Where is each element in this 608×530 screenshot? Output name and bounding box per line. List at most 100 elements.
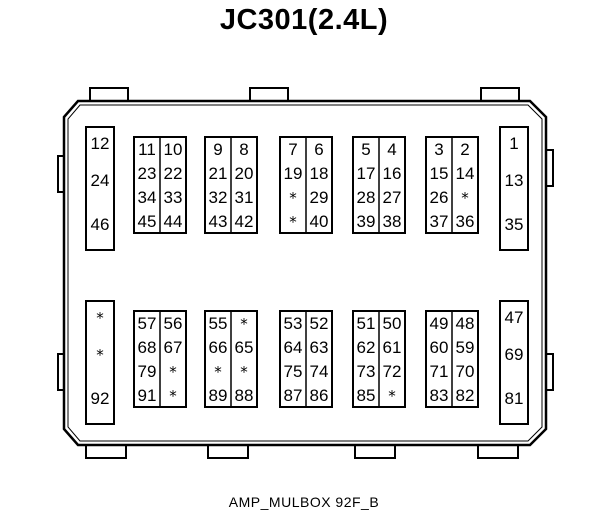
pin-number: 2	[460, 140, 469, 159]
pin-number: 70	[456, 362, 475, 381]
pin-number: 38	[383, 212, 402, 231]
part-caption: AMP_MULBOX 92F_B	[228, 494, 380, 510]
pin-number: 86	[310, 386, 329, 405]
pin-number: 45	[138, 212, 157, 231]
pin-number: 43	[209, 212, 228, 231]
pin-number: 60	[430, 338, 449, 357]
pin-number: 4	[387, 140, 396, 159]
diagram-title: JC301(2.4L)	[219, 4, 389, 36]
pin-number: 17	[357, 164, 376, 183]
pin-number: 56	[164, 314, 183, 333]
pin-number: 71	[430, 362, 449, 381]
pin-number: 82	[456, 386, 475, 405]
pin-number: 64	[284, 338, 303, 357]
pin-number: 73	[357, 362, 376, 381]
pin-block-outline	[85, 300, 115, 425]
pin-number: 88	[235, 386, 254, 405]
pin-number: 53	[284, 314, 303, 333]
unused-pin-marker: *	[461, 189, 469, 207]
pin-number: 15	[430, 164, 449, 183]
pin-number: 8	[239, 140, 248, 159]
pin-number: 24	[91, 171, 110, 190]
pin-number: 19	[284, 164, 303, 183]
pin-number: 42	[235, 212, 254, 231]
pin-number: 62	[357, 338, 376, 357]
pin-number: 28	[357, 188, 376, 207]
pin-number: 5	[361, 140, 370, 159]
pin-block-outline	[499, 126, 529, 251]
pin-number: 44	[164, 212, 183, 231]
pin-number: 74	[310, 362, 329, 381]
pin-number: 39	[357, 212, 376, 231]
pin-number: 47	[505, 308, 524, 327]
pin-number: 35	[505, 215, 524, 234]
unused-pin-marker: *	[96, 346, 104, 364]
pin-number: 23	[138, 164, 157, 183]
pin-number: 6	[314, 140, 323, 159]
unused-pin-marker: *	[214, 363, 222, 381]
pin-number: 20	[235, 164, 254, 183]
pin-number: 40	[310, 212, 329, 231]
pin-block-pins-57-91: 57 56 68 67 79 * 91 *	[133, 310, 187, 408]
pin-number: 16	[383, 164, 402, 183]
pin-number: 66	[209, 338, 228, 357]
pin-number: 21	[209, 164, 228, 183]
connector-housing-inner	[67, 104, 543, 442]
pin-number: 12	[91, 134, 110, 153]
pin-number: 34	[138, 188, 157, 207]
pin-number: 50	[383, 314, 402, 333]
pin-number: 52	[310, 314, 329, 333]
unused-pin-marker: *	[240, 315, 248, 333]
unused-pin-marker: *	[169, 363, 177, 381]
pin-number: 11	[138, 140, 156, 159]
unused-pin-marker: *	[289, 213, 297, 231]
pin-number: 72	[383, 362, 402, 381]
pin-number: 32	[209, 188, 228, 207]
unused-pin-marker: *	[96, 309, 104, 327]
pin-number: 18	[310, 164, 329, 183]
pin-number: 89	[209, 386, 228, 405]
pin-number: 14	[456, 164, 475, 183]
pin-number: 10	[164, 140, 183, 159]
unused-pin-marker: *	[240, 363, 248, 381]
pin-number: 27	[383, 188, 402, 207]
pin-number: 67	[164, 338, 183, 357]
pin-number: 79	[138, 362, 157, 381]
pin-number: 29	[310, 188, 329, 207]
pin-number: 9	[213, 140, 222, 159]
pin-number: 3	[434, 140, 443, 159]
unused-pin-marker: *	[289, 189, 297, 207]
pin-block-pins-star-92: * * 92	[85, 300, 115, 425]
pin-number: 48	[456, 314, 475, 333]
pin-number: 46	[91, 215, 110, 234]
pin-number: 1	[509, 134, 518, 153]
pin-number: 37	[430, 212, 449, 231]
pin-number: 61	[383, 338, 402, 357]
pin-number: 57	[138, 314, 157, 333]
pin-number: 83	[430, 386, 449, 405]
pin-number: 33	[164, 188, 183, 207]
pin-number: 91	[138, 386, 157, 405]
pin-number: 92	[91, 389, 110, 408]
pin-number: 65	[235, 338, 254, 357]
unused-pin-marker: *	[169, 387, 177, 405]
pin-number: 87	[284, 386, 303, 405]
pin-block-pins-12-46: 12 24 46	[85, 126, 115, 251]
pin-number: 31	[235, 188, 254, 207]
pin-number: 26	[430, 188, 449, 207]
pin-number: 51	[357, 314, 376, 333]
pin-number: 68	[138, 338, 157, 357]
pin-number: 36	[456, 212, 475, 231]
pin-number: 13	[505, 171, 524, 190]
pin-block-outline	[85, 126, 115, 251]
